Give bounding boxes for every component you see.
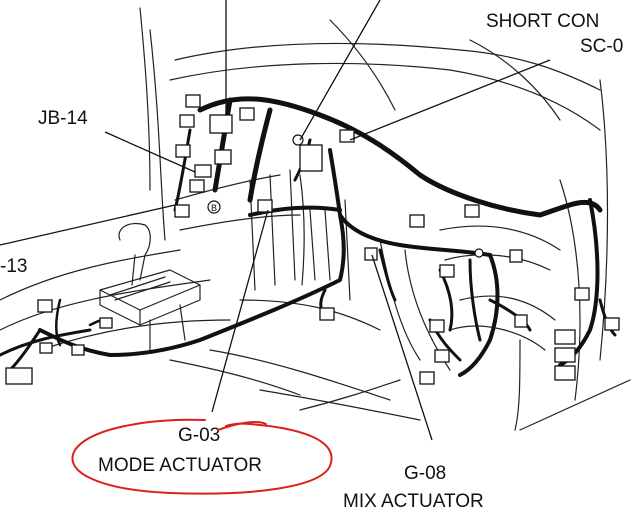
ground-marker-circle — [474, 248, 484, 258]
connector-block — [464, 204, 480, 218]
connector-block — [554, 329, 576, 345]
label-13: -13 — [0, 256, 27, 277]
leader-line-short-con — [349, 59, 551, 141]
leader-line-g03 — [211, 209, 269, 413]
connector-block — [554, 365, 576, 381]
label-g03: G-03 — [178, 425, 220, 446]
connector-block — [5, 367, 33, 385]
connector-block — [71, 344, 85, 356]
connector-block — [319, 307, 335, 321]
label-mode-actuator: MODE ACTUATOR — [98, 455, 262, 476]
connector-block — [39, 342, 53, 354]
connector-block — [175, 144, 191, 158]
connector-block — [554, 347, 576, 363]
leader-line-jb14 — [104, 131, 196, 173]
leader-line-g08 — [371, 254, 433, 441]
connector-block — [99, 317, 113, 329]
label-short-con: SHORT CON — [486, 11, 599, 32]
connector-block — [604, 317, 620, 331]
connector-blocks — [5, 94, 620, 385]
connector-block — [409, 214, 425, 228]
connector-block — [509, 249, 523, 263]
connector-block — [189, 179, 205, 193]
connector-block — [574, 287, 590, 301]
connector-block — [185, 94, 201, 108]
ground-marker-letter: B — [211, 203, 217, 213]
connector-block — [174, 204, 190, 218]
wiring-harness — [0, 96, 617, 377]
connector-block — [299, 144, 323, 172]
leader-line-13 — [0, 204, 176, 246]
connector-block — [429, 319, 445, 333]
label-mix-actuator: MIX ACTUATOR — [343, 491, 484, 512]
red-circle-annotation — [71, 418, 333, 495]
leader-line-top-right — [299, 0, 381, 141]
label-sc-code: SC-0 — [580, 36, 623, 57]
connector-block — [419, 371, 435, 385]
connector-block — [179, 114, 195, 128]
ground-markers: B — [207, 134, 484, 258]
connector-block — [209, 114, 233, 134]
connector-block — [339, 129, 355, 143]
connector-block — [37, 299, 53, 313]
label-g08: G-08 — [404, 463, 446, 484]
connector-block — [239, 107, 255, 121]
connector-block — [439, 264, 455, 278]
ground-marker-circle — [292, 134, 304, 146]
ground-marker-circle — [207, 200, 221, 214]
connector-block — [194, 164, 212, 178]
dashboard-outline — [0, 7, 631, 431]
label-jb14: JB-14 — [38, 108, 88, 129]
connector-block — [257, 199, 273, 213]
leader-lines — [0, 0, 551, 441]
connector-block — [214, 149, 232, 165]
connector-block — [514, 314, 528, 328]
connector-block — [434, 349, 450, 363]
connector-block — [364, 247, 378, 261]
